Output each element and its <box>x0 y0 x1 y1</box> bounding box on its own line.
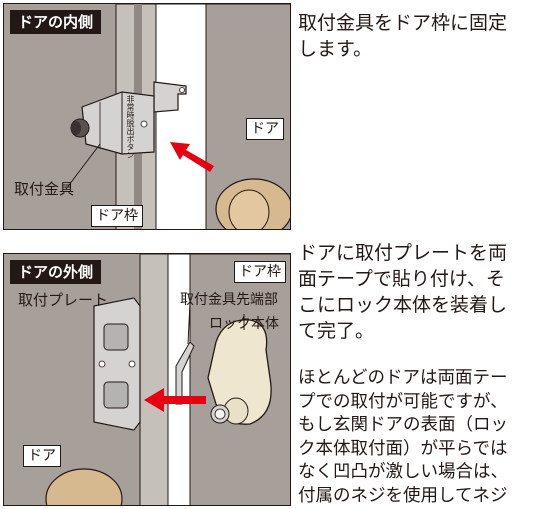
text-line: します。 <box>298 38 373 60</box>
inside-door-drawing <box>4 4 290 229</box>
illustration-outside-door: ドアの外側 取付プレート ドア枠 取付金具先端部 ロック本体 ドア <box>3 253 291 506</box>
outside-door-drawing <box>4 254 290 505</box>
text-line: ク本体取付面）が平らでは <box>298 438 508 459</box>
label-lock-body: ロック本体 <box>209 316 279 332</box>
label-door: ドア <box>246 118 284 140</box>
label-bracket: 取付金具 <box>14 180 75 198</box>
text-line: 面テープで貼り付け、そ <box>298 268 505 290</box>
instruction-step-2: ドアに取付プレートを両 面テープで貼り付け、そ こにロック本体を装着し て完了。 <box>298 240 507 344</box>
heading-outside: ドアの外側 <box>10 260 102 284</box>
instruction-note: ほとんどのドアは両面テー プでの取付が可能ですが、 もし玄関ドアの表面（ロッ ク… <box>298 367 508 508</box>
text-line: もし玄関ドアの表面（ロッ <box>298 415 508 435</box>
label-door: ドア <box>23 445 61 467</box>
illustration-inside-door: ドアの内側 非常時脱出ボタン 取付金具 ドア ドア枠 <box>3 3 291 230</box>
text-line: 付属のネジを使用してネジ <box>298 485 508 506</box>
heading-inside: ドアの内側 <box>10 10 102 34</box>
label-frame: ドア枠 <box>91 205 143 227</box>
text-line: プでの取付が可能ですが、 <box>298 391 508 412</box>
text-line: こにロック本体を装着し <box>298 294 508 316</box>
text-line: て完了。 <box>298 320 375 342</box>
text-line: なく凹凸が激しい場合は、 <box>298 462 508 482</box>
bracket-print: 非常時脱出ボタン <box>126 95 135 159</box>
label-frame: ドア枠 <box>234 261 286 283</box>
text-line: 取付金具をドア枠に固定 <box>298 12 508 34</box>
label-tip: 取付金具先端部 <box>180 292 278 308</box>
text-line: ほとんどのドアは両面テー <box>298 368 508 388</box>
arrow-icon <box>144 388 206 412</box>
instruction-step-1: 取付金具をドア枠に固定 します。 <box>298 10 507 62</box>
label-plate: 取付プレート <box>18 291 109 309</box>
text-line: ドアに取付プレートを両 <box>298 242 508 264</box>
arrow-icon <box>170 142 214 172</box>
